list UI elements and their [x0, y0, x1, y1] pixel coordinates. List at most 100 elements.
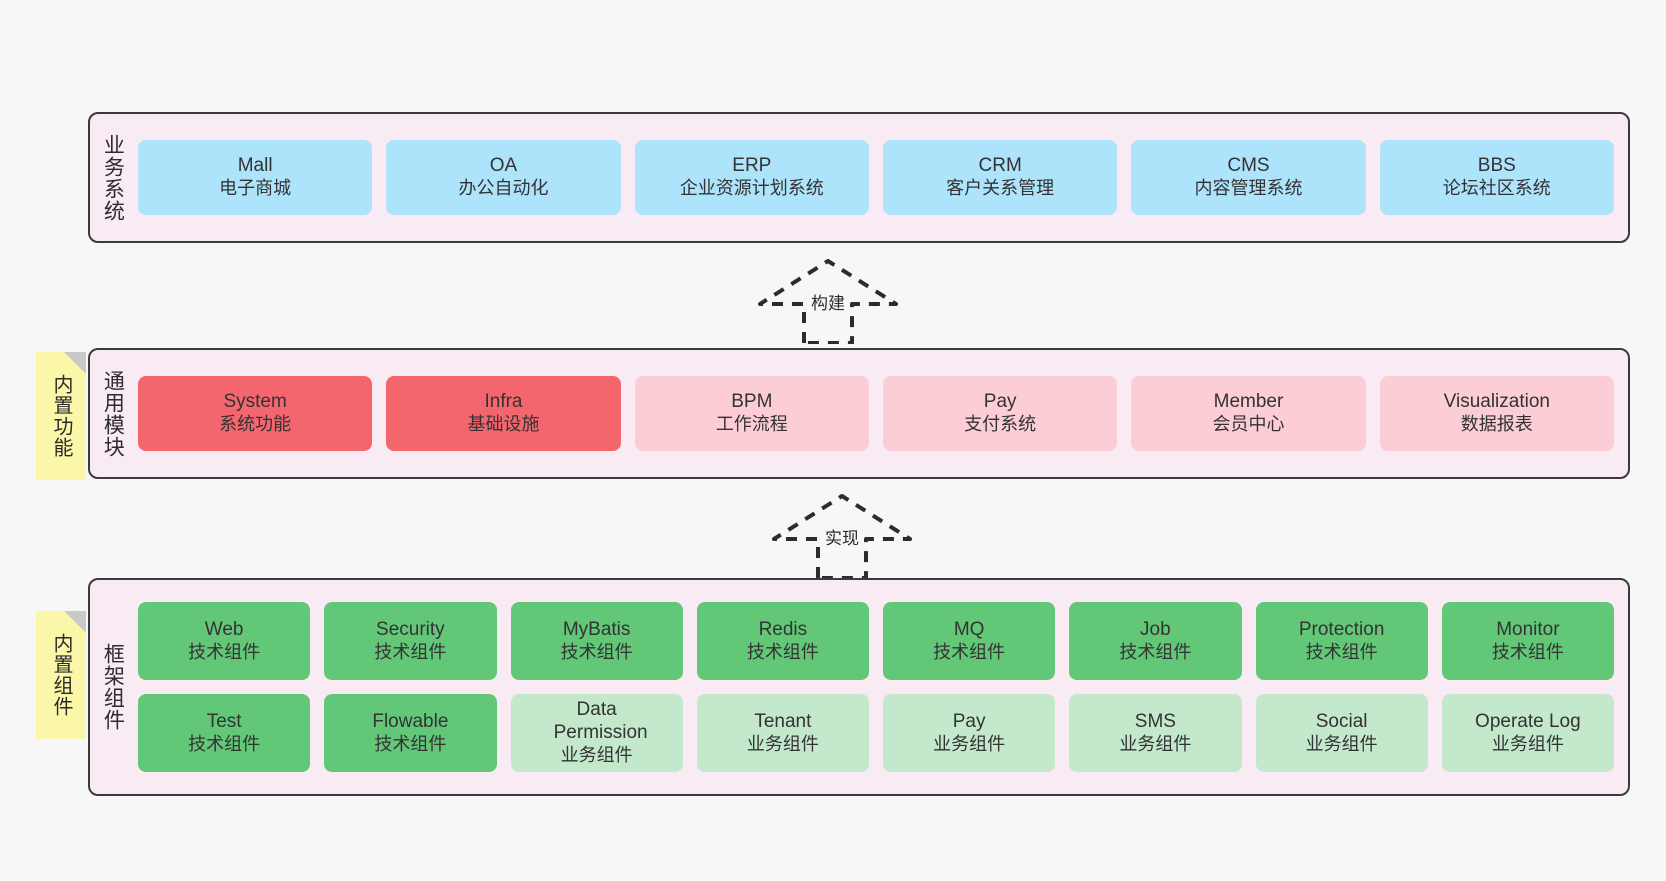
card-title: Visualization [1443, 391, 1550, 413]
card-subtitle: 业务组件 [1119, 733, 1192, 754]
card-operate-log[interactable]: Operate Log 业务组件 [1441, 694, 1614, 772]
card-pay-business[interactable]: Pay 业务组件 [883, 694, 1056, 772]
card-subtitle: 技术组件 [188, 641, 261, 662]
card-title: Operate Log [1475, 710, 1581, 732]
card-web[interactable]: Web 技术组件 [138, 602, 311, 680]
card-title: Member [1213, 391, 1284, 413]
card-title: Social [1315, 710, 1368, 732]
layer-common-modules: 通用模块 System 系统功能 Infra 基础设施 BPM 工作流程 Pay… [88, 348, 1630, 479]
card-subtitle: 技术组件 [933, 641, 1006, 662]
card-subtitle: 基础设施 [467, 414, 540, 435]
card-subtitle: 技术组件 [1119, 641, 1192, 662]
card-protection[interactable]: Protection 技术组件 [1255, 602, 1428, 680]
dashed-arrow-up-icon [758, 259, 898, 344]
card-subtitle: 业务组件 [1491, 733, 1564, 754]
layer-framework-components: 框架组件 Web 技术组件 Security 技术组件 MyBatis 技术组件… [88, 578, 1630, 796]
layer-body-framework-components: Web 技术组件 Security 技术组件 MyBatis 技术组件 Redi… [134, 580, 1628, 794]
card-oa[interactable]: OA 办公自动化 [386, 140, 621, 215]
folded-corner-icon [64, 611, 86, 633]
card-row: Test 技术组件 Flowable 技术组件 Data Permission … [138, 694, 1614, 772]
card-tenant[interactable]: Tenant 业务组件 [696, 694, 869, 772]
card-mq[interactable]: MQ 技术组件 [883, 602, 1056, 680]
card-bpm[interactable]: BPM 工作流程 [634, 376, 869, 451]
layer-title-common-modules: 通用模块 [101, 369, 125, 458]
card-mybatis[interactable]: MyBatis 技术组件 [510, 602, 683, 680]
card-row: System 系统功能 Infra 基础设施 BPM 工作流程 Pay 支付系统… [138, 376, 1614, 451]
card-bbs[interactable]: BBS 论坛社区系统 [1379, 140, 1614, 215]
card-title: Infra [484, 391, 523, 413]
card-subtitle: 电子商城 [219, 178, 292, 199]
card-subtitle: 办公自动化 [458, 178, 549, 199]
card-title: Test [206, 710, 242, 732]
card-redis[interactable]: Redis 技术组件 [696, 602, 869, 680]
card-monitor[interactable]: Monitor 技术组件 [1441, 602, 1614, 680]
card-system[interactable]: System 系统功能 [138, 376, 373, 451]
card-title: Monitor [1496, 618, 1560, 640]
connector-build-label: 构建 [811, 294, 845, 313]
card-title: Web [204, 618, 244, 640]
card-title: Pay [983, 391, 1017, 413]
card-title: CMS [1227, 155, 1270, 177]
card-title: Protection [1298, 618, 1385, 640]
card-infra[interactable]: Infra 基础设施 [386, 376, 621, 451]
card-subtitle: 技术组件 [1305, 641, 1378, 662]
card-title: ERP [732, 155, 772, 177]
card-subtitle: 业务组件 [933, 733, 1006, 754]
card-crm[interactable]: CRM 客户关系管理 [882, 140, 1118, 215]
sticky-note-builtin-components: 内置组件 [36, 611, 86, 739]
connector-implement: 实现 [770, 492, 914, 579]
card-security[interactable]: Security 技术组件 [324, 602, 497, 680]
card-subtitle: 支付系统 [964, 414, 1037, 435]
card-pay[interactable]: Pay 支付系统 [882, 376, 1118, 451]
card-flowable[interactable]: Flowable 技术组件 [324, 694, 497, 772]
layer-title-framework-components: 框架组件 [101, 643, 125, 731]
card-title: Data Permission [553, 699, 648, 744]
card-title: SMS [1134, 710, 1176, 732]
sticky-note-label: 内置功能 [50, 374, 72, 458]
card-title: Mall [237, 155, 273, 177]
card-test[interactable]: Test 技术组件 [138, 694, 311, 772]
card-title: Tenant [754, 710, 812, 732]
card-subtitle: 会员中心 [1212, 414, 1285, 435]
layer-body-business-systems: Mall 电子商城 OA 办公自动化 ERP 企业资源计划系统 CRM 客户关系… [134, 114, 1628, 241]
card-subtitle: 业务组件 [560, 745, 633, 765]
card-subtitle: 论坛社区系统 [1442, 178, 1551, 199]
card-title: CRM [978, 155, 1022, 177]
card-subtitle: 技术组件 [374, 641, 447, 662]
card-subtitle: 技术组件 [374, 733, 447, 754]
card-job[interactable]: Job 技术组件 [1069, 602, 1242, 680]
card-subtitle: 内容管理系统 [1194, 178, 1303, 199]
card-subtitle: 技术组件 [188, 733, 261, 754]
folded-corner-icon [64, 352, 86, 374]
card-subtitle: 客户关系管理 [946, 178, 1055, 199]
card-member[interactable]: Member 会员中心 [1131, 376, 1366, 451]
card-cms[interactable]: CMS 内容管理系统 [1131, 140, 1366, 215]
card-title: BBS [1477, 155, 1516, 177]
layer-title-business-systems: 业务系统 [101, 133, 125, 222]
card-sms[interactable]: SMS 业务组件 [1069, 694, 1242, 772]
sticky-note-label: 内置组件 [50, 633, 72, 717]
card-title: Security [376, 618, 445, 640]
card-social[interactable]: Social 业务组件 [1255, 694, 1428, 772]
card-subtitle: 技术组件 [1491, 641, 1564, 662]
card-title: Job [1140, 618, 1171, 640]
card-subtitle: 企业资源计划系统 [679, 178, 824, 199]
card-subtitle: 系统功能 [219, 414, 292, 435]
card-visualization[interactable]: Visualization 数据报表 [1379, 376, 1614, 451]
card-title: MQ [953, 618, 985, 640]
card-erp[interactable]: ERP 企业资源计划系统 [634, 140, 869, 215]
card-title: Pay [952, 710, 986, 732]
card-subtitle: 技术组件 [560, 641, 633, 662]
card-mall[interactable]: Mall 电子商城 [138, 140, 373, 215]
dashed-arrow-up-icon [772, 494, 912, 579]
sticky-note-builtin-features: 内置功能 [36, 352, 86, 480]
card-data-permission[interactable]: Data Permission 业务组件 [510, 694, 683, 772]
card-row: Mall 电子商城 OA 办公自动化 ERP 企业资源计划系统 CRM 客户关系… [138, 140, 1614, 215]
connector-implement-label: 实现 [825, 529, 859, 548]
card-title: OA [489, 155, 518, 177]
card-subtitle: 工作流程 [715, 414, 788, 435]
layer-business-systems: 业务系统 Mall 电子商城 OA 办公自动化 ERP 企业资源计划系统 CRM… [88, 112, 1630, 243]
card-subtitle: 业务组件 [746, 733, 819, 754]
card-title: Flowable [372, 710, 449, 732]
